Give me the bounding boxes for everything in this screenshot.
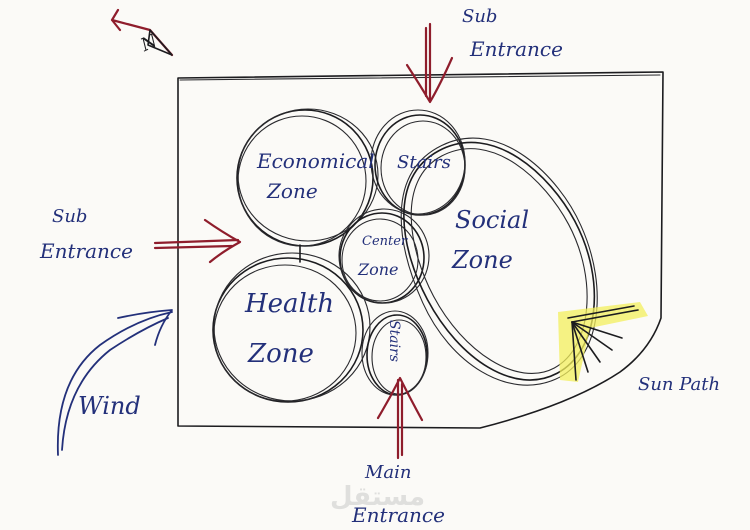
- center-zone-label-2: Zone: [357, 260, 399, 279]
- health-zone-bubble: [212, 252, 371, 403]
- economical-zone-label: Economical: [256, 149, 375, 173]
- north-label: N: [137, 30, 162, 57]
- main-entrance-arrow-icon: [376, 376, 424, 460]
- social-zone-label-2: Zone: [451, 246, 513, 274]
- main-entrance-label-2: Entrance: [351, 503, 445, 527]
- sub-entrance-left-label-2: Entrance: [39, 239, 133, 263]
- stairs-top-label: Stairs: [397, 152, 451, 173]
- sub-entrance-left-arrow-icon: [153, 218, 242, 264]
- sub-entrance-top-arrow-icon: [405, 22, 454, 104]
- stairs-top-bubble: [370, 109, 466, 216]
- sub-entrance-top-label-2: Entrance: [469, 37, 563, 61]
- site-boundary: [177, 71, 664, 429]
- health-zone-label-2: Zone: [247, 339, 314, 369]
- wind-label: Wind: [78, 392, 141, 420]
- center-zone-bubble: [338, 208, 430, 304]
- social-zone-label: Social: [455, 206, 529, 234]
- main-entrance-label: Main: [364, 462, 412, 483]
- north-arrow-icon: N: [110, 8, 174, 57]
- sub-entrance-top-label: Sub: [462, 6, 497, 27]
- economical-zone-label-2: Zone: [266, 179, 318, 203]
- wind-arrow-icon: [56, 309, 173, 456]
- sun-path-label: Sun Path: [638, 374, 720, 395]
- social-zone-bubble: [400, 137, 598, 386]
- svg-text:مستقل: مستقل: [330, 482, 425, 512]
- watermark-logo: مستقل: [330, 482, 425, 512]
- stairs-bottom-bubble: [361, 310, 429, 396]
- economical-zone-bubble: [236, 108, 379, 247]
- sub-entrance-left-label: Sub: [52, 206, 87, 227]
- sun-path-arrow-icon: [558, 302, 648, 382]
- health-zone-label: Health: [244, 289, 334, 319]
- stairs-bottom-label: Stairs: [386, 320, 402, 362]
- center-zone-label: Center: [362, 234, 408, 249]
